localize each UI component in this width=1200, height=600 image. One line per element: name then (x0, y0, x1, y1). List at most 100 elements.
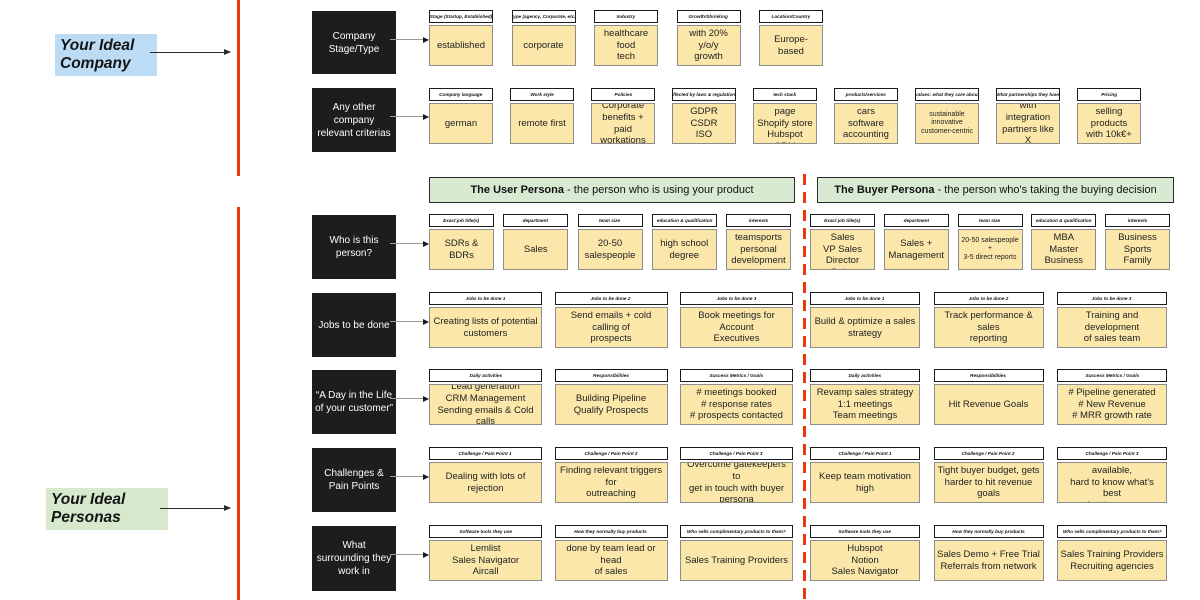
sticky-note[interactable]: Type (agency, Corporate, etc.) corporate (511, 10, 576, 66)
sticky-note-header: Jobs to be done 1 (810, 292, 920, 305)
sticky-note-header: Exact job title(s) (429, 214, 494, 227)
sticky-note-header: products/services (834, 88, 898, 101)
sticky-note-header: Challenge / Pain Point 2 (554, 447, 668, 460)
sticky-note-body: # meetings booked # response rates # pro… (680, 384, 793, 425)
connector-other (390, 113, 429, 120)
sticky-note-body: Building Pipeline Qualify Prospects (554, 384, 668, 425)
sticky-note[interactable]: Challenge / Pain Point 3Lots of sales to… (1057, 447, 1167, 503)
row-label-who-is-this-person[interactable]: Who is this person? (312, 215, 396, 279)
user-persona-header[interactable]: The User Persona - the person who is usi… (429, 177, 795, 203)
sticky-note-header: team size (577, 214, 643, 227)
buyer-persona-header-subtitle: - the person who's taking the buying dec… (934, 184, 1157, 196)
user-persona-header-subtitle: - the person who is using your product (564, 184, 754, 196)
sticky-note-header: team size (957, 214, 1023, 227)
sticky-note-header: Growth/Shrinking (676, 10, 741, 23)
sticky-note[interactable]: tech stackWebflow page Shopify store Hub… (753, 88, 817, 144)
arrow-personas-label (160, 504, 231, 511)
sticky-note-body: corporate (511, 25, 576, 66)
sticky-note-header: Success Metrics / Goals (680, 369, 793, 382)
sticky-note-header: interests (1105, 214, 1170, 227)
sticky-note-header: Challenge / Pain Point 1 (810, 447, 920, 460)
sticky-note[interactable]: Stage (Startup, Established)established (429, 10, 493, 66)
sticky-note[interactable]: team size 20-50 salespeople + 3-5 direct … (957, 214, 1023, 270)
buyer-persona-header-title: The Buyer Persona (834, 184, 935, 196)
sticky-note-header: Company language (429, 88, 493, 101)
sticky-note-body: MBA Master Business (1031, 229, 1097, 270)
sticky-note-body: Hubspot Notion Sales Navigator (810, 540, 920, 581)
sticky-note-body: Creating lists of potential customers (429, 307, 542, 348)
row-label-day-in-the-life[interactable]: “A Day in the Life of your customer” (312, 370, 396, 434)
sticky-note-header: Jobs to be done 3 (680, 292, 793, 305)
row-label-surrounding[interactable]: What surrounding they work in (312, 526, 396, 591)
row-label-other-criteria[interactable]: Any other company relevant criterias (312, 88, 396, 152)
sticky-note-body: with integration partners like X (996, 103, 1060, 144)
sticky-note[interactable]: Who sells complimentary products to them… (680, 525, 793, 581)
sticky-note-header: What partnerships they have (996, 88, 1060, 101)
sticky-note-header: Industry (594, 10, 658, 23)
sticky-note[interactable]: What partnerships they have with integrat… (996, 88, 1060, 144)
sticky-note[interactable]: Success Metrics / Goals# Pipeline genera… (1057, 369, 1167, 425)
sticky-note[interactable]: Who sells complimentary products to them… (1057, 525, 1167, 581)
sticky-note-header: Responsibilities (554, 369, 668, 382)
connector-challenges (390, 473, 429, 480)
sticky-note-header: Jobs to be done 1 (429, 292, 542, 305)
sticky-note-body: Sales (503, 229, 569, 270)
row-label-jobs-to-be-done[interactable]: Jobs to be done (312, 293, 396, 357)
connector-jobs (390, 318, 429, 325)
section-label-ideal-personas[interactable]: Your Ideal Personas (46, 488, 168, 530)
sticky-note-header: education & qualification (1031, 214, 1097, 227)
sticky-note-body: Sales + Management (883, 229, 949, 270)
sticky-note[interactable]: Exact job title(s)Head of Sales VP Sales… (810, 214, 875, 270)
sticky-note-header: Type (agency, Corporate, etc.) (511, 10, 576, 23)
sticky-note-body: 20-50 salespeople + 3-5 direct reports (957, 229, 1023, 270)
sticky-note[interactable]: Jobs to be done 1 Creating lists of poten… (429, 292, 542, 348)
row-label-challenges-pain-points[interactable]: Challenges & Pain Points (312, 448, 396, 512)
sticky-note[interactable]: Success Metrics / Goals # meetings booked… (680, 369, 793, 425)
buyer-persona-header[interactable]: The Buyer Persona - the person who's tak… (817, 177, 1174, 203)
row-label-company-stage-type[interactable]: Company Stage/Type (312, 11, 396, 74)
sticky-note[interactable]: Exact job title(s)SDRs & BDRs (429, 214, 494, 270)
section-label-ideal-company[interactable]: Your Ideal Company (55, 34, 157, 76)
red-divider-personas (237, 207, 240, 600)
